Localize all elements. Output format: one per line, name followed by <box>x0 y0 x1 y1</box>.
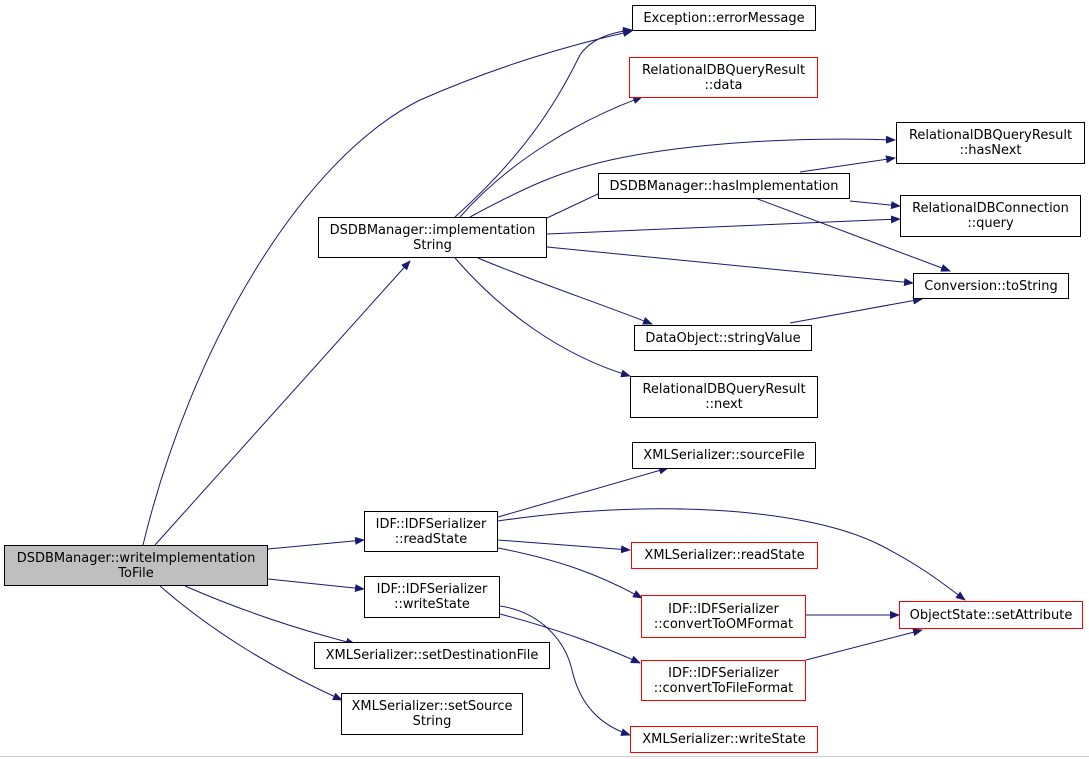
edge-hasimpl-to-rdbqr-hasnext <box>799 155 896 173</box>
node-rdbqr-data[interactable]: RelationalDBQueryResult ::data <box>629 57 818 98</box>
edge-root-to-setsourcestring <box>159 585 343 701</box>
edge-hasimpl-to-rdbconn-query <box>849 200 901 210</box>
node-label-line: IDF::IDFSerializer <box>375 516 487 532</box>
node-label-line: RelationalDBQueryResult <box>642 382 806 397</box>
node-label-line: String <box>412 714 452 729</box>
edge-idfread-to-xml-readstate <box>497 539 631 554</box>
node-label-line: XMLSerializer::sourceFile <box>643 448 805 463</box>
node-idf-readstate[interactable]: IDF::IDFSerializer ::readState <box>364 511 498 552</box>
edge-impl-to-rdbqr-data <box>459 96 643 218</box>
node-label-line: ::writeState <box>394 597 470 612</box>
node-label-line: XMLSerializer::readState <box>644 548 805 563</box>
node-label-line: String <box>413 237 452 253</box>
node-label-line: DSDBManager::writeImplementation <box>16 550 256 566</box>
node-label-line: Conversion::toString <box>924 278 1058 294</box>
bottom-divider <box>0 756 1089 757</box>
edge-impl-to-dataobject-stringvalue <box>477 257 653 325</box>
edge-impl-to-rdbconn-query <box>546 215 901 235</box>
edge-impl-to-rdbqr-hasnext <box>469 135 896 218</box>
node-label-line: RelationalDBQueryResult <box>908 128 1073 143</box>
node-label-line: DSDBManager::hasImplementation <box>609 178 839 194</box>
edge-root-to-idf-readstate <box>267 536 365 550</box>
edge-tofile-to-objectstate-setattribute <box>805 628 923 661</box>
node-label-line: XMLSerializer::writeState <box>642 732 806 747</box>
node-xml-readstate[interactable]: XMLSerializer::readState <box>631 542 818 569</box>
node-label-line: DataObject::stringValue <box>645 330 801 346</box>
node-label-line: ::readState <box>394 531 468 547</box>
node-label-line: ::data <box>704 77 743 93</box>
node-conversion-tostring[interactable]: Conversion::toString <box>913 273 1069 299</box>
node-label-line: ::convertToOMFormat <box>653 616 794 632</box>
edge-idfread-to-objectstate-setattribute <box>497 508 966 601</box>
edge-impl-to-exception-errormessage <box>454 26 633 218</box>
edge-root-to-idf-writestate <box>267 578 365 593</box>
node-label-line: IDF::IDFSerializer <box>668 665 779 681</box>
edge-root-to-setdestinationfile <box>184 585 356 646</box>
node-has-implementation[interactable]: DSDBManager::hasImplementation <box>598 173 850 199</box>
node-label-line: RelationalDBQueryResult <box>641 62 806 78</box>
node-rdbqr-next[interactable]: RelationalDBQueryResult ::next <box>630 376 818 418</box>
node-write-implementation-to-file[interactable]: DSDBManager::writeImplementation ToFile <box>4 545 268 586</box>
edge-idfwrite-to-xml-writestate <box>499 605 631 736</box>
edge-impl-to-rdbqr-next <box>454 257 631 378</box>
node-label-line: XMLSerializer::setDestinationFile <box>325 648 539 663</box>
node-rdbqr-hasnext[interactable]: RelationalDBQueryResult ::hasNext <box>896 122 1085 164</box>
node-convert-to-fileformat[interactable]: IDF::IDFSerializer ::convertToFileFormat <box>641 660 806 701</box>
node-label-line: ::next <box>705 397 743 412</box>
node-label-line: ::query <box>967 216 1014 231</box>
node-label-line: ToFile <box>118 565 154 581</box>
node-label-line: RelationalDBConnection <box>912 201 1069 216</box>
node-label-line: IDF::IDFSerializer <box>668 601 779 617</box>
node-label-line: ::hasNext <box>959 143 1022 158</box>
node-label-line: IDF::IDFSerializer <box>376 582 488 597</box>
edge-idfwrite-to-convertto-fileformat <box>499 613 641 664</box>
node-xml-setdestinationfile[interactable]: XMLSerializer::setDestinationFile <box>314 642 550 669</box>
node-idf-writestate[interactable]: IDF::IDFSerializer ::writeState <box>364 576 500 618</box>
node-dataobject-stringvalue[interactable]: DataObject::stringValue <box>634 325 812 351</box>
edge-root-to-exception-errormessage <box>142 29 633 546</box>
node-implementation-string[interactable]: DSDBManager::implementation String <box>318 217 547 258</box>
node-label-line: ::convertToFileFormat <box>653 680 794 696</box>
node-label-line: XMLSerializer::setSource <box>351 699 513 714</box>
edge-hasimpl-to-conversion-tostring <box>754 197 951 272</box>
node-xml-writestate[interactable]: XMLSerializer::writeState <box>630 726 818 753</box>
node-label-line: DSDBManager::implementation <box>329 222 536 238</box>
node-objectstate-setattribute[interactable]: ObjectState::setAttribute <box>899 601 1083 629</box>
node-convert-to-omformat[interactable]: IDF::IDFSerializer ::convertToOMFormat <box>641 595 806 638</box>
node-xml-setsourcestring[interactable]: XMLSerializer::setSource String <box>341 693 523 735</box>
node-xml-sourcefile[interactable]: XMLSerializer::sourceFile <box>632 442 816 469</box>
node-label-line: ObjectState::setAttribute <box>909 607 1073 623</box>
node-label-line: Exception::errorMessage <box>643 10 805 26</box>
edge-impl-to-conversion-tostring <box>546 246 914 287</box>
node-rdbconn-query[interactable]: RelationalDBConnection ::query <box>900 195 1081 237</box>
edge-dataobject-to-conversion-tostring <box>789 296 923 324</box>
edge-idfread-to-xml-sourcefile <box>497 466 669 518</box>
edge-root-to-implementation-string <box>154 260 411 546</box>
node-exception-errormessage[interactable]: Exception::errorMessage <box>632 5 816 31</box>
edge-idfread-to-convertto-omformat <box>497 547 643 599</box>
